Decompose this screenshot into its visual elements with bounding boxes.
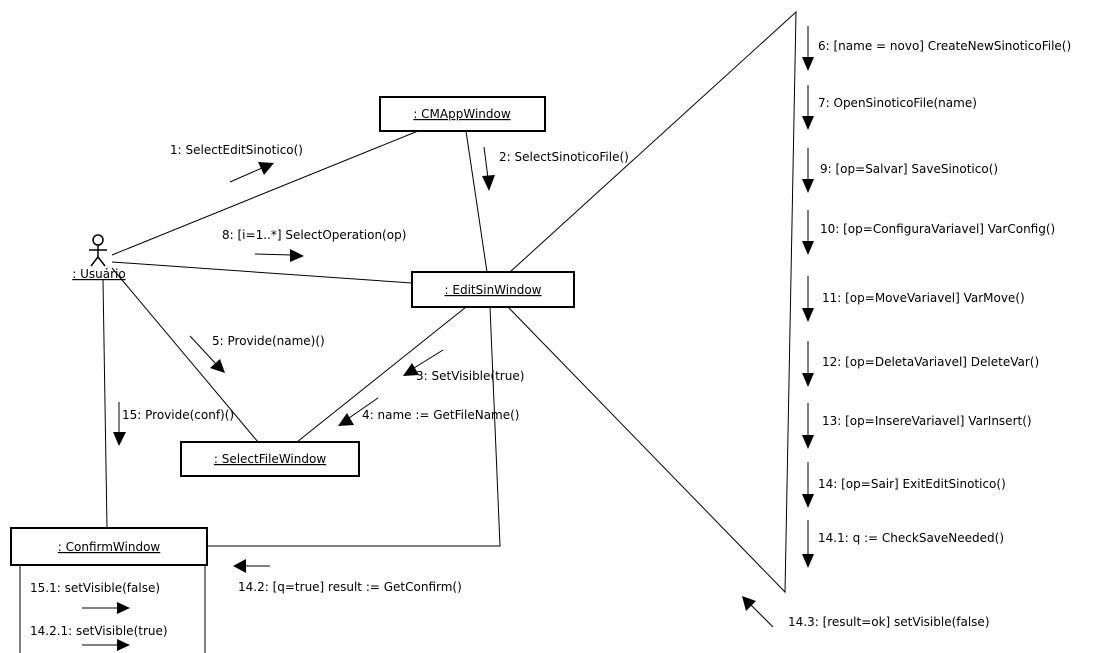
arrow-m12	[802, 341, 814, 387]
link-editsin-confirm	[207, 306, 501, 547]
object-selectfile-label: : SelectFileWindow	[214, 452, 326, 466]
msg-2: 2: SelectSinoticoFile()	[499, 150, 629, 164]
msg-14-1: 14.1: q := CheckSaveNeeded()	[818, 531, 1004, 545]
arrow-m9	[802, 148, 814, 193]
msg-5: 5: Provide(name)()	[212, 334, 325, 348]
message-arrows	[82, 26, 814, 651]
object-selectfile-window: : SelectFileWindow	[180, 441, 360, 477]
msg-6: 6: [name = novo] CreateNewSinoticoFile()	[818, 39, 1071, 53]
msg-3: 3: SetVisible(true)	[416, 369, 524, 383]
message-labels: 1: SelectEditSinotico() 2: SelectSinotic…	[30, 39, 1071, 638]
link-actor-confirm	[102, 279, 108, 529]
arrow-m10	[802, 210, 814, 255]
link-actor-selectfile	[111, 267, 259, 443]
arrow-m7	[802, 85, 814, 130]
object-confirm-window: : ConfirmWindow	[10, 527, 208, 566]
arrow-m8	[254, 249, 304, 262]
links	[19, 10, 797, 653]
msg-14-3: 14.3: [result=ok] setVisible(false)	[788, 615, 990, 629]
stick-figure-icon	[89, 234, 107, 267]
arrow-m14	[802, 462, 814, 508]
arrow-m1	[229, 162, 274, 183]
arrow-m11	[802, 276, 814, 322]
msg-7: 7: OpenSinoticoFile(name)	[818, 96, 977, 110]
object-cmapp-window: : CMAppWindow	[379, 96, 546, 132]
link-editsin-selectfile	[296, 306, 467, 443]
msg-4: 4: name := GetFileName()	[362, 408, 519, 422]
arrow-m6	[802, 26, 814, 71]
actor-label: : Usuário	[72, 267, 125, 281]
object-confirm-label: : ConfirmWindow	[58, 540, 161, 554]
link-actor-cmapp	[111, 130, 419, 256]
msg-14-2-1: 14.2.1: setVisible(true)	[30, 624, 168, 638]
arrow-m15	[113, 402, 126, 446]
msg-15: 15: Provide(conf)()	[122, 408, 234, 422]
arrow-m15-1	[82, 602, 130, 614]
msg-14-2: 14.2: [q=true] result := GetConfirm()	[238, 580, 462, 594]
link-actor-editsin	[111, 261, 413, 284]
actor-usuario: : Usuário	[72, 234, 126, 281]
arrow-m14-1	[802, 520, 814, 568]
msg-10: 10: [op=ConfiguraVariavel] VarConfig()	[820, 222, 1055, 236]
arrow-m14-2	[233, 559, 270, 573]
arrow-m3	[403, 349, 444, 376]
link-editsin-self	[507, 10, 797, 594]
object-editsin-window: : EditSinWindow	[411, 271, 575, 308]
msg-12: 12: [op=DeletaVariavel] DeleteVar()	[822, 355, 1039, 369]
link-cmapp-editsin	[465, 130, 488, 273]
arrow-m2	[482, 146, 495, 191]
object-cmapp-label: : CMAppWindow	[413, 107, 511, 121]
arrow-m5	[189, 335, 225, 373]
arrow-m14-3	[742, 596, 774, 628]
msg-13: 13: [op=InsereVariavel] VarInsert()	[822, 414, 1032, 428]
arrow-m14-2-1	[82, 639, 130, 651]
msg-11: 11: [op=MoveVariavel] VarMove()	[822, 291, 1025, 305]
arrow-m4	[338, 397, 379, 426]
msg-8: 8: [i=1..*] SelectOperation(op)	[222, 228, 406, 242]
msg-14: 14: [op=Sair] ExitEditSinotico()	[818, 477, 1006, 491]
msg-9: 9: [op=Salvar] SaveSinotico()	[820, 162, 998, 176]
msg-1: 1: SelectEditSinotico()	[170, 143, 303, 157]
arrow-m13	[802, 403, 814, 449]
msg-15-1: 15.1: setVisible(false)	[30, 581, 160, 595]
object-editsin-label: : EditSinWindow	[445, 283, 542, 297]
